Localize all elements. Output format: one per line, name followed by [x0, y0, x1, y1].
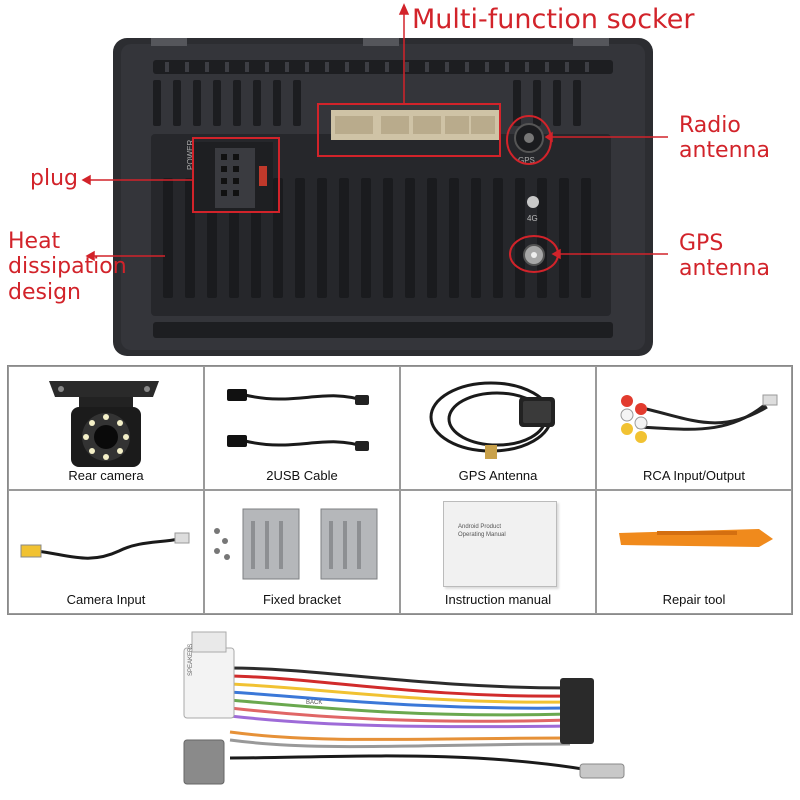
- usb-cable-image: [227, 389, 369, 451]
- label-gps-line2: antenna: [679, 256, 770, 282]
- camera-input-image: [20, 532, 190, 560]
- rca-cable-image: [620, 394, 778, 443]
- label-plug: plug: [30, 166, 78, 191]
- manual-title-line1: Android Product: [458, 524, 502, 530]
- label-heat-line2: dissipation: [8, 254, 127, 280]
- harness-tag-speakers: SPEAKERS: [188, 643, 194, 676]
- caption-fixed-bracket: Fixed bracket: [262, 592, 342, 607]
- manual-booklet: Android Product Operating Manual: [443, 501, 557, 587]
- accessory-gps-antenna: GPS Antenna: [400, 366, 596, 490]
- label-gps-line1: GPS: [679, 231, 724, 256]
- accessory-rear-camera: Rear camera: [8, 366, 204, 490]
- head-unit-illustration: [113, 38, 653, 356]
- plug-box: [192, 137, 280, 213]
- wiring-harness-image: [183, 631, 625, 785]
- multi-function-socket-box: [317, 103, 501, 157]
- accessory-2usb-cable: 2USB Cable: [204, 366, 400, 490]
- caption-rear-camera: Rear camera: [68, 468, 144, 483]
- caption-rca-input-output: RCA Input/Output: [643, 468, 745, 483]
- rear-camera-image: [49, 381, 159, 467]
- accessory-repair-tool: Repair tool: [596, 490, 792, 614]
- fixed-bracket-image: [214, 508, 378, 580]
- harness-tag-back: BACK: [306, 700, 323, 706]
- gps-port-mark: GPS: [518, 156, 535, 165]
- caption-gps-antenna: GPS Antenna: [458, 468, 538, 483]
- caption-repair-tool: Repair tool: [662, 592, 726, 607]
- accessories-grid: Rear camera 2USB Cable GPS Antenna: [7, 365, 793, 615]
- label-multi-function-socket: Multi-function socker: [412, 4, 695, 35]
- label-radio-line1: Radio: [679, 113, 741, 138]
- label-heat-dissipation: Heat dissipation design: [8, 229, 127, 305]
- repair-tool-image: [619, 529, 773, 547]
- caption-camera-input: Camera Input: [66, 592, 146, 607]
- label-radio-line2: antenna: [679, 138, 770, 164]
- caption-2usb-cable: 2USB Cable: [266, 468, 338, 483]
- head-unit-back-panel: [113, 38, 653, 356]
- port-4g-mark: 4G: [527, 214, 538, 223]
- label-heat-line1: Heat: [8, 229, 61, 254]
- manual-title-line2: Operating Manual: [458, 532, 506, 538]
- annotation-overlay: [81, 3, 668, 273]
- label-gps-antenna: GPS antenna: [679, 231, 770, 282]
- accessory-rca-input-output: RCA Input/Output: [596, 366, 792, 490]
- gps-antenna-image: [429, 381, 555, 459]
- accessory-camera-input: Camera Input: [8, 490, 204, 614]
- wiring-harness: SPEAKERS BACK: [170, 628, 630, 794]
- caption-instruction-manual: Instruction manual: [444, 592, 552, 607]
- accessory-instruction-manual: Android Product Operating Manual Instruc…: [400, 490, 596, 614]
- accessory-fixed-bracket: Fixed bracket: [204, 490, 400, 614]
- gps-antenna-ring: [509, 235, 559, 273]
- label-heat-line3: design: [8, 279, 81, 305]
- label-radio-antenna: Radio antenna: [679, 113, 770, 164]
- radio-antenna-ring: [506, 115, 552, 165]
